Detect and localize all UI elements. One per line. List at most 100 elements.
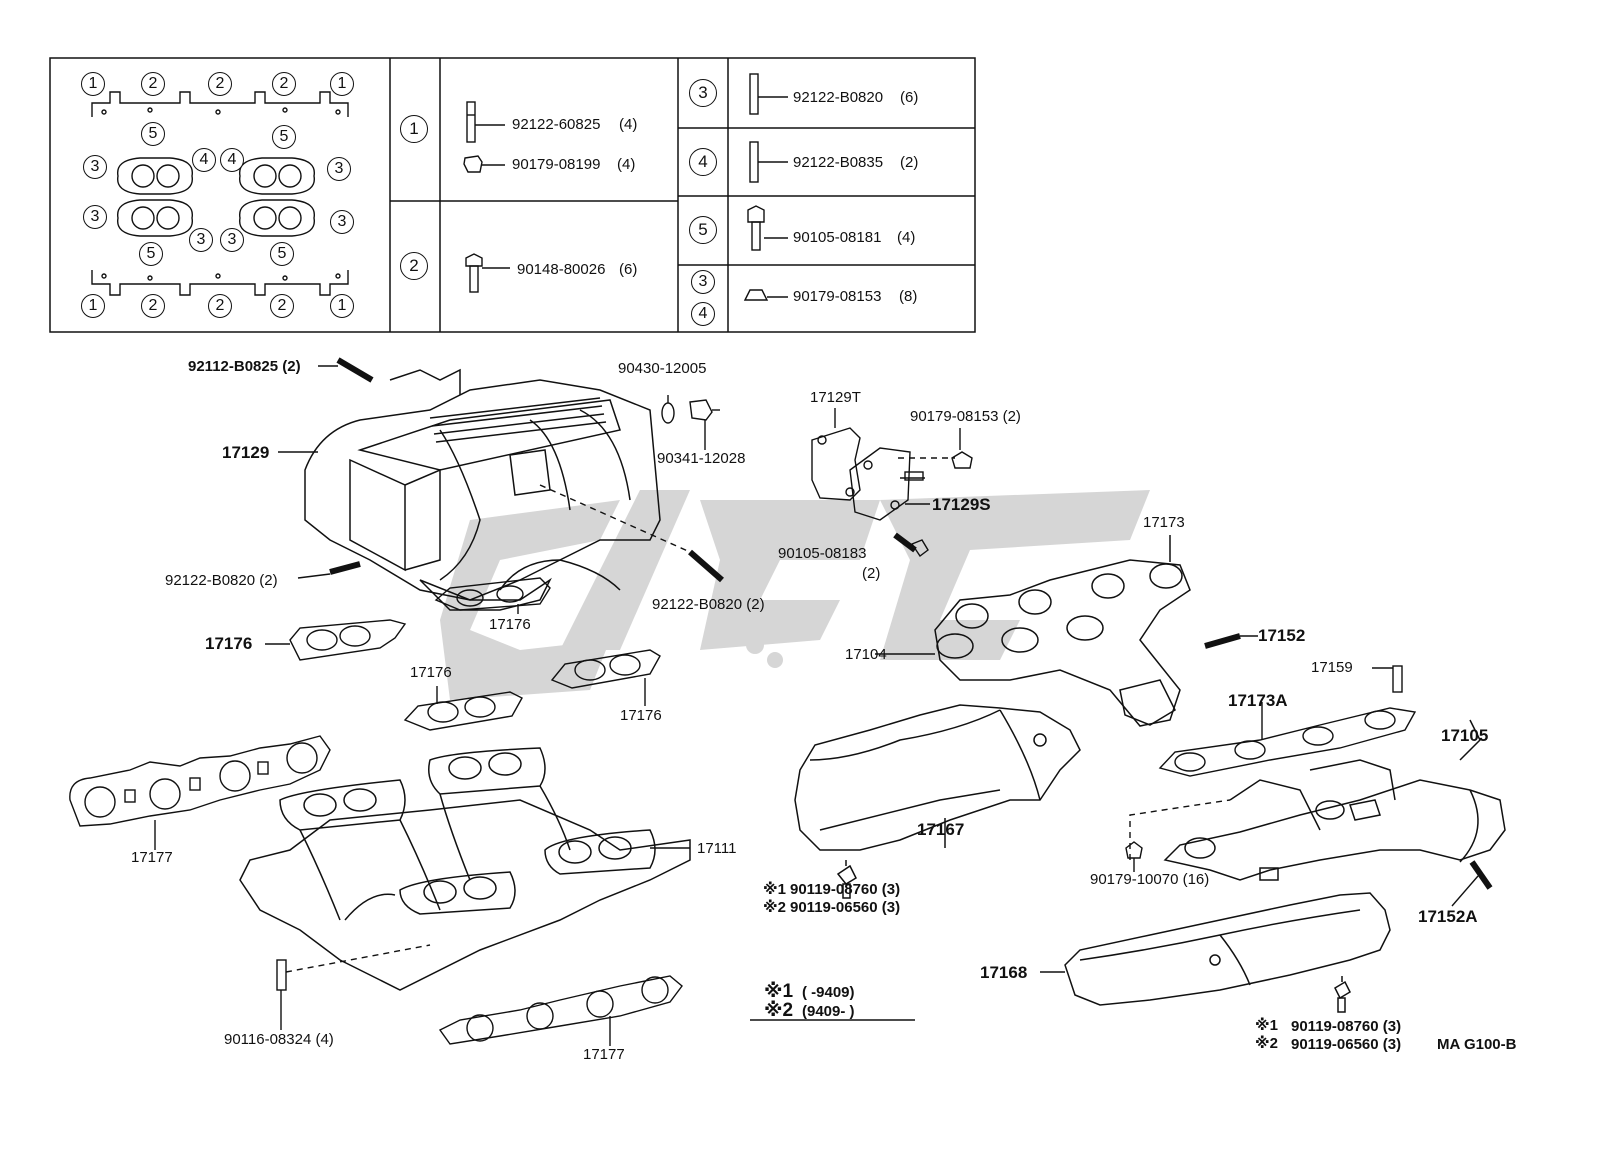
table-part: 92122-B0820 [793,89,884,106]
layout-key-marker: 3 [330,210,354,234]
table-qty: (8) [899,288,918,305]
table-part: 90179-08153 [793,288,882,305]
key-table-frame [49,57,976,333]
layout-key-marker: 2 [141,72,165,96]
table-key-4: 4 [689,148,717,176]
layout-key-marker: 5 [141,122,165,146]
legend-range-2: (9409- ) [802,1003,855,1020]
gasket-17177-left [69,735,331,850]
callout-90430-12005: 90430-12005 [618,360,707,377]
note-mark-1: ※1 [1255,1017,1278,1034]
table-part: 90105-08181 [793,229,882,246]
callout-17176: 17176 [489,616,531,633]
note-mark-2: ※2 [1255,1035,1278,1052]
callout-90119-08760: 90119-08760 (3) [790,881,901,898]
callout-17152: 17152 [1258,626,1306,645]
callout-17168: 17168 [980,963,1028,982]
callout-17173: 17173 [1143,514,1185,531]
exhaust-manifold-17104 [875,535,1191,727]
layout-key-marker: 1 [81,294,105,318]
layout-key-marker: 3 [83,155,107,179]
heat-insulator-17167 [794,704,1081,899]
table-qty: (4) [617,156,636,173]
table-qty: (2) [900,154,919,171]
table-part: 90179-08199 [512,156,601,173]
table-qty: (4) [619,116,638,133]
intake-lower-17111 [239,747,691,991]
intake-upper-17129 [304,368,661,611]
callout-17176: 17176 [205,634,253,653]
gasket-17173a [1158,702,1417,777]
legend-mark-1: ※1 [764,981,794,1002]
layout-key-marker: 3 [327,157,351,181]
layout-key-marker: 2 [270,294,294,318]
layout-key-marker: 4 [192,148,216,172]
callout-17176: 17176 [620,707,662,724]
callout-17129t: 17129T [810,389,861,406]
table-part: 92122-B0835 [793,154,884,171]
table-qty: (4) [897,229,916,246]
key-gaskets [116,157,316,237]
legend-mark-2: ※2 [764,1000,794,1021]
watermark-logo [440,490,1150,700]
layout-key-marker: 2 [208,294,232,318]
callout-17177: 17177 [131,849,173,866]
stud-17152 [1204,633,1403,693]
callout-90105-08183-qty: (2) [862,565,881,582]
table-key-4b: 4 [691,302,715,326]
plates-17129 [811,408,973,558]
callout-90119-06560: 90119-06560 (3) [790,899,901,916]
table-key-5: 5 [689,216,717,244]
callout-17129: 17129 [222,443,270,462]
table-key-2: 2 [400,252,428,280]
layout-key-marker: 3 [189,228,213,252]
layout-key-marker: 5 [272,125,296,149]
layout-key-marker: 2 [208,72,232,96]
layout-key-marker: 1 [81,72,105,96]
callout-17111: 17111 [697,840,737,857]
gasket-17177-bottom [438,975,683,1046]
callout-92112-b0825: 92112-B0825 (2) [188,358,301,375]
key-flange-top [91,91,349,117]
callout-17177: 17177 [583,1046,625,1063]
callout-17104: 17104 [845,646,887,663]
callout-17152a: 17152A [1418,907,1478,926]
layout-key-marker: 4 [220,148,244,172]
layout-key-marker: 5 [139,242,163,266]
callout-90119-06560: 90119-06560 (3) [1291,1036,1402,1053]
heat-insulator-17168 [1040,892,1391,1013]
layout-key-marker: 2 [141,294,165,318]
note-mark-1: ※1 [763,881,786,898]
callout-17159: 17159 [1311,659,1353,676]
table-qty: (6) [619,261,638,278]
layout-key-marker: 1 [330,72,354,96]
layout-key-marker: 3 [220,228,244,252]
callout-92122-b0820-right: 92122-B0820 (2) [652,596,765,613]
table-part: 92122-60825 [512,116,601,133]
layout-key-marker: 3 [83,205,107,229]
table-glyphs [463,73,788,301]
table-key-3: 3 [689,79,717,107]
legend-range-1: ( -9409) [802,984,855,1001]
callout-90116-08324: 90116-08324 (4) [224,1031,334,1048]
stud-90116 [276,944,431,1030]
table-part: 90148-80026 [517,261,606,278]
reference-code: MA G100-B [1437,1036,1517,1053]
layout-key-marker: 1 [330,294,354,318]
nut-90179-10070 [1125,799,1231,872]
callout-17176: 17176 [410,664,452,681]
callout-90179-08153: 90179-08153 (2) [910,408,1021,425]
callout-90179-10070: 90179-10070 (16) [1090,871,1210,888]
note-mark-2: ※2 [763,899,786,916]
callout-90105-08183: 90105-08183 [778,545,867,562]
callout-90119-08760: 90119-08760 (3) [1291,1018,1402,1035]
gaskets-17176 [265,577,661,731]
callout-17129s: 17129S [932,495,991,514]
stud-17152a [1451,860,1493,907]
callout-17105: 17105 [1441,726,1489,745]
callout-17167: 17167 [917,820,965,839]
callout-90341-12028: 90341-12028 [657,450,746,467]
layout-key-marker: 2 [272,72,296,96]
